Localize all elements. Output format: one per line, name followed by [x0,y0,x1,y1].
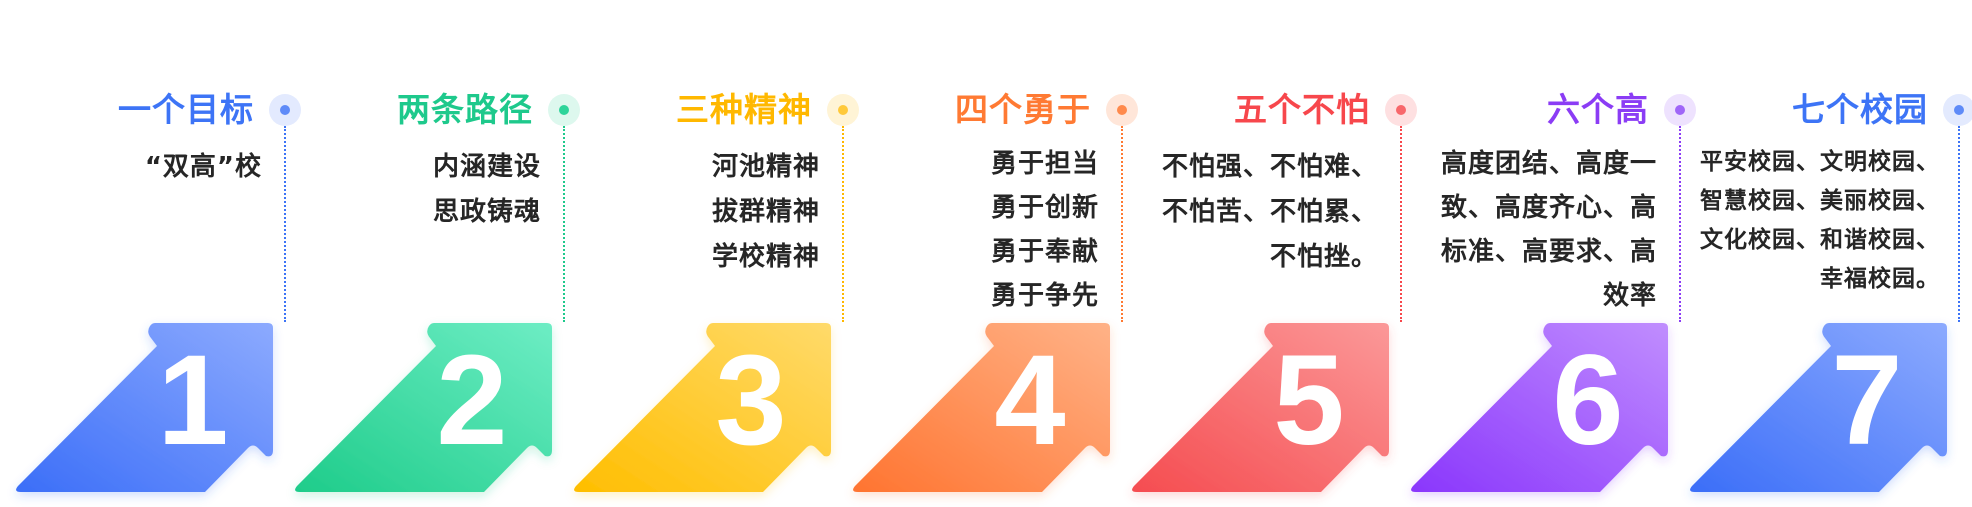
step-description: 不怕强、不怕难、 不怕苦、不怕累、 不怕挫。 [1162,145,1378,280]
description-line: 幸福校园。 [1820,266,1940,292]
step-description: 内涵建设 思政铸魂 [433,145,541,235]
arrow-up-right-icon [850,318,1122,498]
step-4: 四个勇于 勇于担当 勇于创新 勇于奉献 勇于争先 4 [850,0,1138,507]
step-number: 6 [1552,329,1624,472]
description-line: 标准、高要求、高 [1440,237,1657,267]
description-line: 勇于争先 [990,281,1099,311]
description-line: 勇于担当 [990,149,1099,179]
step-description: 高度团结、高度一 致、高度齐心、高 标准、高要求、高 效率 [1441,142,1657,318]
arrow-up-right-icon [1687,318,1959,498]
dotted-connector [563,126,565,322]
step-description: “双高”校 [145,145,262,190]
description-line: 平安校园、文明校园、 [1700,149,1940,175]
description-line: 不怕挫。 [1269,242,1378,272]
step-description: 河池精神 拔群精神 学校精神 [712,145,820,280]
marker-dot-icon [1943,94,1972,126]
marker-dot-icon [1385,94,1417,126]
step-title: 四个勇于 [955,90,1091,129]
step-number: 5 [1273,329,1345,472]
step-7: 七个校园 平安校园、文明校园、 智慧校园、美丽校园、 文化校园、和谐校园、 幸福… [1687,0,1972,507]
step-number: 3 [715,329,787,472]
marker-dot-icon [548,94,580,126]
step-2: 两条路径 内涵建设 思政铸魂 2 [292,0,580,507]
dotted-connector [1679,126,1681,322]
arrow-up-right-icon [1408,318,1680,498]
description-line: 效率 [1602,281,1657,311]
description-line: 高度团结、高度一 [1440,149,1657,179]
arrow-up-right-icon [571,318,843,498]
description-line: 致、高度齐心、高 [1440,193,1657,223]
description-line: 文化校园、和谐校园、 [1700,227,1940,253]
step-1: 一个目标 “双高”校 1 [13,0,301,507]
step-title: 两条路径 [397,90,533,129]
step-3: 三种精神 河池精神 拔群精神 学校精神 3 [571,0,859,507]
description-line: 内涵建设 [432,152,541,182]
description-line: 河池精神 [711,152,820,182]
arrow-up-right-icon [1129,318,1401,498]
step-title: 一个目标 [118,90,254,129]
step-description: 平安校园、文明校园、 智慧校园、美丽校园、 文化校园、和谐校园、 幸福校园。 [1700,143,1940,299]
description-line: 勇于创新 [990,193,1099,223]
step-number: 4 [994,329,1066,472]
description-line: 智慧校园、美丽校园、 [1700,188,1940,214]
dotted-connector [1121,126,1123,322]
marker-dot-icon [1664,94,1696,126]
description-line: 勇于奉献 [990,237,1099,267]
dotted-connector [842,126,844,322]
description-line: 拔群精神 [711,197,820,227]
step-number: 1 [157,329,229,472]
step-title: 七个校园 [1792,90,1928,129]
step-title: 三种精神 [676,90,812,129]
description-line: 不怕苦、不怕累、 [1161,197,1378,227]
description-line: 不怕强、不怕难、 [1161,152,1378,182]
step-title: 六个高 [1547,90,1649,129]
step-number: 7 [1831,329,1903,472]
arrow-up-right-icon [13,318,285,498]
dotted-connector [1400,126,1402,322]
marker-dot-icon [1106,94,1138,126]
step-5: 五个不怕 不怕强、不怕难、 不怕苦、不怕累、 不怕挫。 5 [1129,0,1417,507]
marker-dot-icon [269,94,301,126]
step-description: 勇于担当 勇于创新 勇于奉献 勇于争先 [991,142,1099,318]
dotted-connector [1958,126,1960,322]
description-line: 思政铸魂 [432,197,541,227]
marker-dot-icon [827,94,859,126]
dotted-connector [284,126,286,322]
step-number: 2 [436,329,508,472]
description-line: 学校精神 [711,242,820,272]
description-line: “双高”校 [144,152,262,182]
step-title: 五个不怕 [1234,90,1370,129]
arrow-up-right-icon [292,318,564,498]
step-6: 六个高 高度团结、高度一 致、高度齐心、高 标准、高要求、高 效率 [1408,0,1696,507]
